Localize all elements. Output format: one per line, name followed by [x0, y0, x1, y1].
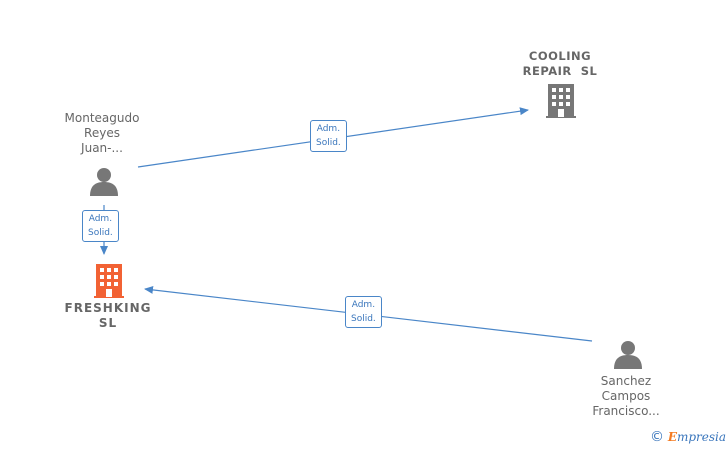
brand-logo[interactable]: Empresia	[668, 430, 726, 444]
node-name-line: SL	[98, 316, 118, 330]
node-label-cooling-repair[interactable]: COOLING REPAIR SL	[512, 49, 608, 79]
node-name-line: Campos	[601, 389, 651, 403]
node-name-line: Sanchez	[600, 374, 652, 388]
copyright-notice: © Empresia	[650, 429, 726, 445]
edge-label-monteagudo-freshking: Adm. Solid.	[82, 210, 119, 242]
node-name-line: COOLING	[528, 49, 592, 63]
node-name-line: REPAIR SL	[522, 64, 598, 78]
brand-logo-text: mpresia	[676, 430, 727, 444]
node-name-line: Reyes	[84, 126, 120, 140]
edge-label-line: Adm.	[316, 124, 341, 134]
node-label-freshking[interactable]: FRESHKING SL	[56, 301, 160, 331]
edge-label-line: Adm.	[88, 214, 113, 224]
brand-logo-initial: E	[667, 430, 677, 444]
node-name-line: FRESHKING	[64, 301, 152, 315]
node-name-line: Francisco...	[592, 404, 660, 418]
edge-label-monteagudo-cooling: Adm. Solid.	[310, 120, 347, 152]
building-icon[interactable]	[94, 264, 124, 298]
node-label-monteagudo[interactable]: Monteagudo Reyes Juan-...	[54, 111, 150, 156]
person-icon[interactable]	[90, 168, 118, 196]
person-icon[interactable]	[614, 341, 642, 369]
edge-label-line: Solid.	[351, 314, 376, 324]
node-name-line: Juan-...	[81, 141, 123, 155]
node-name-line: Monteagudo	[64, 111, 140, 125]
building-icon[interactable]	[546, 84, 576, 118]
copyright-icon: ©	[650, 429, 664, 445]
edge-label-line: Solid.	[88, 228, 113, 238]
edge-label-line: Adm.	[351, 300, 376, 310]
edge-label-sanchez-freshking: Adm. Solid.	[345, 296, 382, 328]
edge-label-line: Solid.	[316, 138, 341, 148]
node-label-sanchez[interactable]: Sanchez Campos Francisco...	[578, 374, 674, 419]
